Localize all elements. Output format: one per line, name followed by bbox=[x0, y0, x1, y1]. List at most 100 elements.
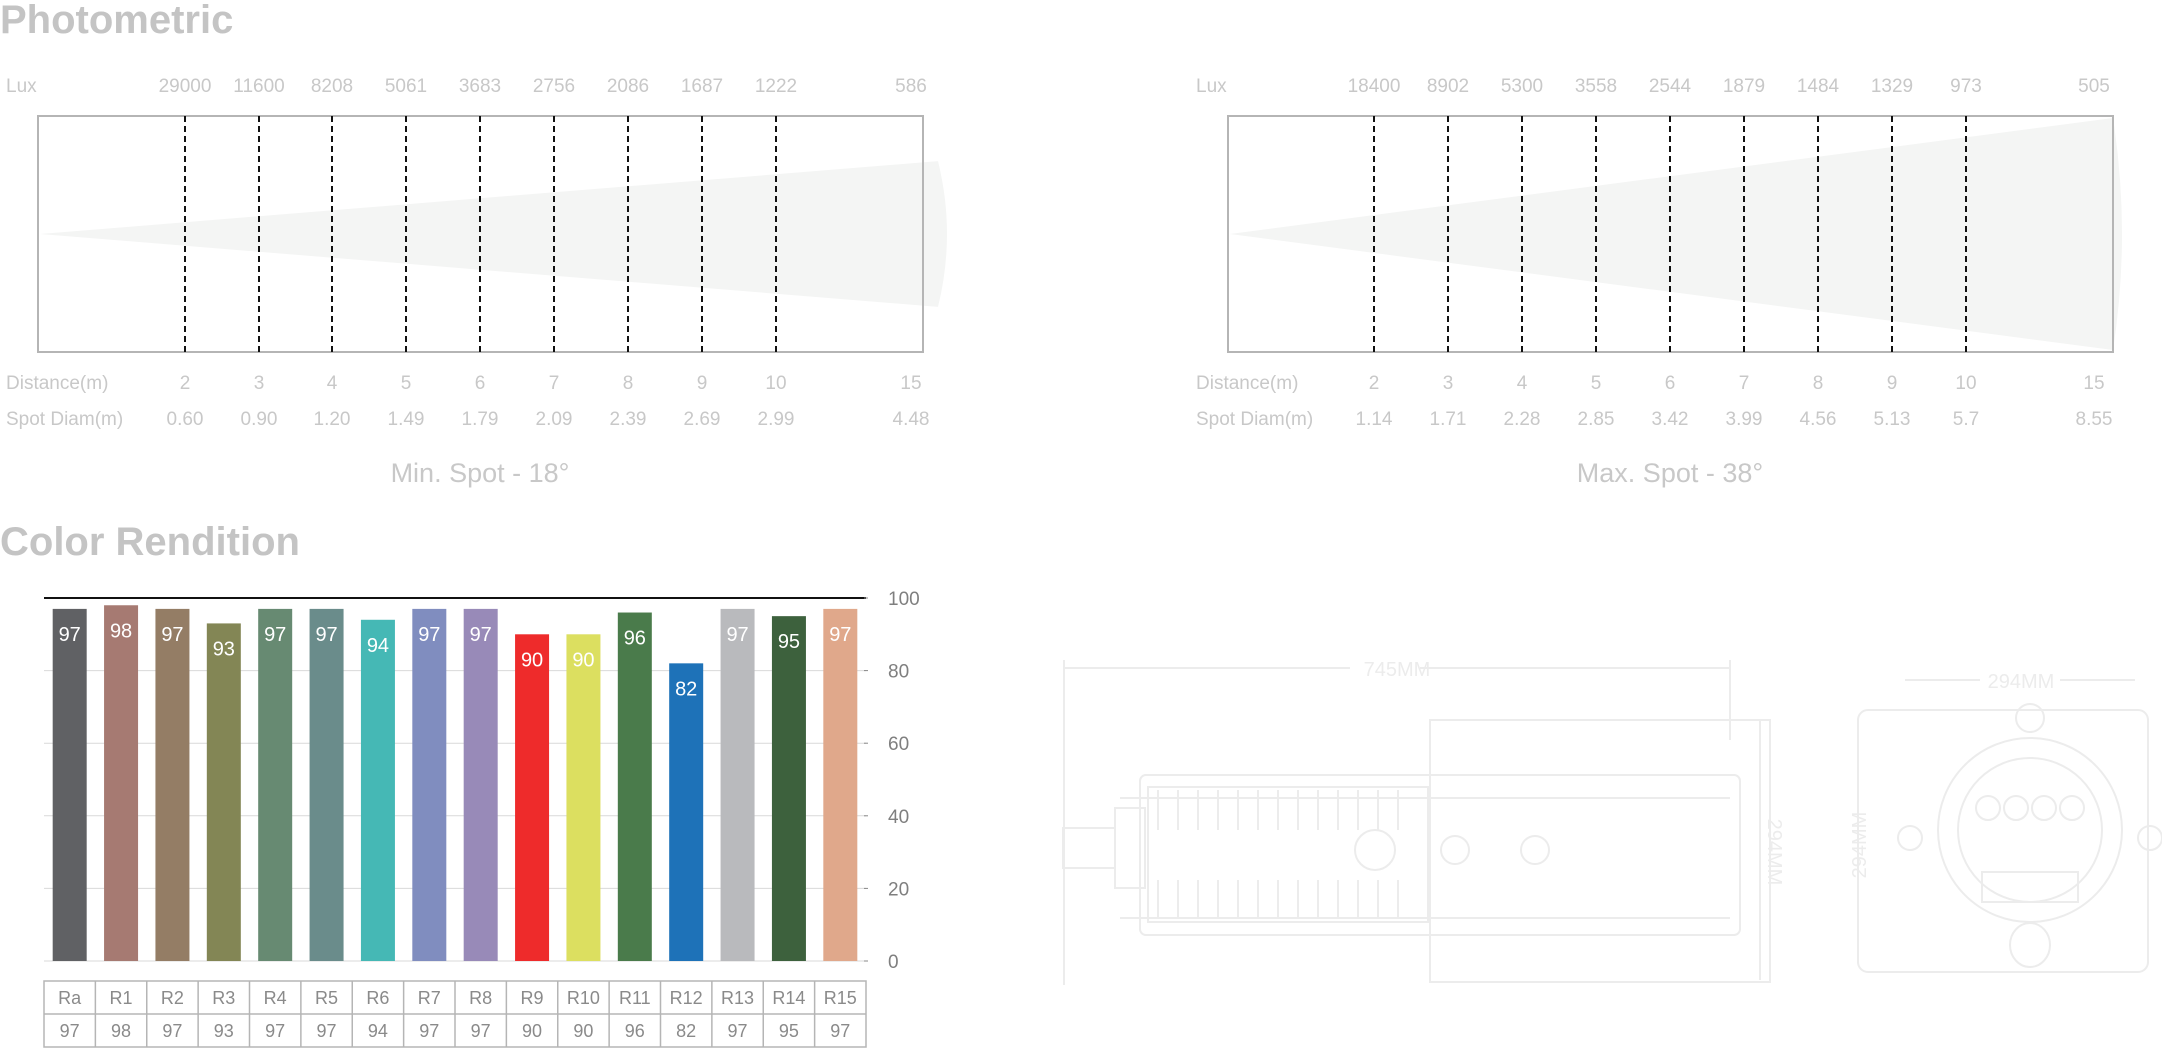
spot-diam-value: 5.7 bbox=[1953, 409, 1979, 430]
table-value-cell: 96 bbox=[625, 1021, 645, 1041]
spot-diam-value: 1.20 bbox=[314, 409, 351, 430]
spot-diam-value: 3.42 bbox=[1652, 409, 1689, 430]
table-header-cell: Ra bbox=[58, 988, 82, 1008]
table-value-cell: 97 bbox=[419, 1021, 439, 1041]
lux-value: 1222 bbox=[755, 76, 797, 97]
bar-value-label: 90 bbox=[572, 649, 594, 671]
led-circle bbox=[1975, 795, 2001, 821]
table-value-cell: 97 bbox=[728, 1021, 748, 1041]
distance-value: 2 bbox=[1369, 373, 1380, 394]
bar-value-label: 97 bbox=[470, 624, 492, 646]
lux-value: 505 bbox=[2078, 76, 2110, 97]
distance-value: 4 bbox=[1517, 373, 1528, 394]
distance-value: 3 bbox=[1443, 373, 1454, 394]
front-side-knob bbox=[1897, 825, 1923, 851]
bar-r12 bbox=[669, 663, 704, 961]
bar-r1 bbox=[104, 605, 139, 961]
table-value-cell: 94 bbox=[368, 1021, 388, 1041]
distance-value: 5 bbox=[1591, 373, 1602, 394]
mount-hole bbox=[1440, 835, 1470, 865]
bar-ra bbox=[52, 608, 87, 961]
table-value-cell: 97 bbox=[830, 1021, 850, 1041]
y-tick-label: 20 bbox=[888, 879, 909, 900]
distance-value: 15 bbox=[900, 373, 921, 394]
lux-value: 18400 bbox=[1348, 76, 1401, 97]
y-tick-label: 40 bbox=[888, 807, 909, 828]
spot-diam-value: 1.49 bbox=[388, 409, 425, 430]
y-tick-label: 0 bbox=[888, 952, 899, 973]
distance-label: Distance(m) bbox=[1196, 373, 1298, 394]
bar-value-label: 95 bbox=[778, 631, 800, 653]
table-header-cell: R13 bbox=[721, 988, 754, 1008]
photometric-caption: Max. Spot - 38° bbox=[1577, 458, 1763, 488]
mount-hole bbox=[1520, 835, 1550, 865]
spot-diam-value: 0.60 bbox=[167, 409, 204, 430]
table-value-cell: 97 bbox=[60, 1021, 80, 1041]
table-value-cell: 97 bbox=[265, 1021, 285, 1041]
bar-r3 bbox=[206, 623, 241, 961]
yoke-knob bbox=[1354, 829, 1396, 871]
led-circle bbox=[2059, 795, 2085, 821]
lux-value: 2756 bbox=[533, 76, 575, 97]
lux-value: 8208 bbox=[311, 76, 353, 97]
bar-r6 bbox=[360, 619, 395, 961]
table-value-cell: 97 bbox=[471, 1021, 491, 1041]
fixture-body bbox=[1139, 774, 1741, 936]
color-rendition-table: Ra97R198R297R393R497R597R694R797R897R990… bbox=[43, 980, 867, 1048]
bar-value-label: 97 bbox=[161, 624, 183, 646]
spot-diam-value: 4.56 bbox=[1800, 409, 1837, 430]
bar-r9 bbox=[515, 634, 550, 961]
photometric-caption: Min. Spot - 18° bbox=[391, 458, 570, 488]
distance-value: 15 bbox=[2083, 373, 2104, 394]
bar-r13 bbox=[720, 608, 755, 961]
distance-value: 5 bbox=[401, 373, 412, 394]
lux-value: 1879 bbox=[1723, 76, 1765, 97]
table-header-cell: R4 bbox=[264, 988, 287, 1008]
distance-value: 9 bbox=[697, 373, 708, 394]
front-view-outer-ring bbox=[1937, 737, 2123, 923]
distance-value: 7 bbox=[549, 373, 560, 394]
bar-value-label: 82 bbox=[675, 678, 697, 700]
table-header-cell: R1 bbox=[110, 988, 133, 1008]
bar-value-label: 97 bbox=[59, 624, 81, 646]
bar-value-label: 93 bbox=[213, 638, 235, 660]
height-dimension-label: 294MM bbox=[1763, 819, 1785, 886]
led-circle bbox=[2003, 795, 2029, 821]
lux-value: 5300 bbox=[1501, 76, 1543, 97]
lux-value: 8902 bbox=[1427, 76, 1469, 97]
spot-diam-label: Spot Diam(m) bbox=[1196, 409, 1313, 430]
bar-r8 bbox=[463, 608, 498, 961]
distance-label: Distance(m) bbox=[6, 373, 108, 394]
table-value-cell: 98 bbox=[111, 1021, 131, 1041]
distance-value: 8 bbox=[1813, 373, 1824, 394]
fixture-fins bbox=[1147, 786, 1429, 923]
distance-value: 8 bbox=[623, 373, 634, 394]
bar-value-label: 98 bbox=[110, 620, 132, 642]
lux-value: 1329 bbox=[1871, 76, 1913, 97]
front-view-lens-ring bbox=[1957, 757, 2103, 903]
spot-diam-value: 2.69 bbox=[684, 409, 721, 430]
bar-r15 bbox=[823, 608, 858, 961]
lux-value: 586 bbox=[895, 76, 927, 97]
table-value-cell: 93 bbox=[214, 1021, 234, 1041]
table-header-cell: R9 bbox=[521, 988, 544, 1008]
table-header-cell: R12 bbox=[670, 988, 703, 1008]
front-width-dimension-label: 294MM bbox=[1988, 671, 2055, 693]
front-height-dimension-label: 294MM bbox=[1849, 812, 1871, 879]
front-top-knob bbox=[2015, 703, 2045, 733]
spot-diam-value: 1.79 bbox=[462, 409, 499, 430]
bar-r7 bbox=[412, 608, 447, 961]
bar-r5 bbox=[309, 608, 344, 961]
table-value-cell: 95 bbox=[779, 1021, 799, 1041]
y-tick-label: 60 bbox=[888, 734, 909, 755]
spot-diam-value: 2.28 bbox=[1504, 409, 1541, 430]
spot-diam-label: Spot Diam(m) bbox=[6, 409, 123, 430]
table-header-cell: R11 bbox=[619, 988, 651, 1008]
spot-diam-value: 0.90 bbox=[241, 409, 278, 430]
bar-r10 bbox=[566, 634, 601, 961]
photometric-title: Photometric bbox=[0, 0, 234, 42]
bar-value-label: 97 bbox=[264, 624, 286, 646]
